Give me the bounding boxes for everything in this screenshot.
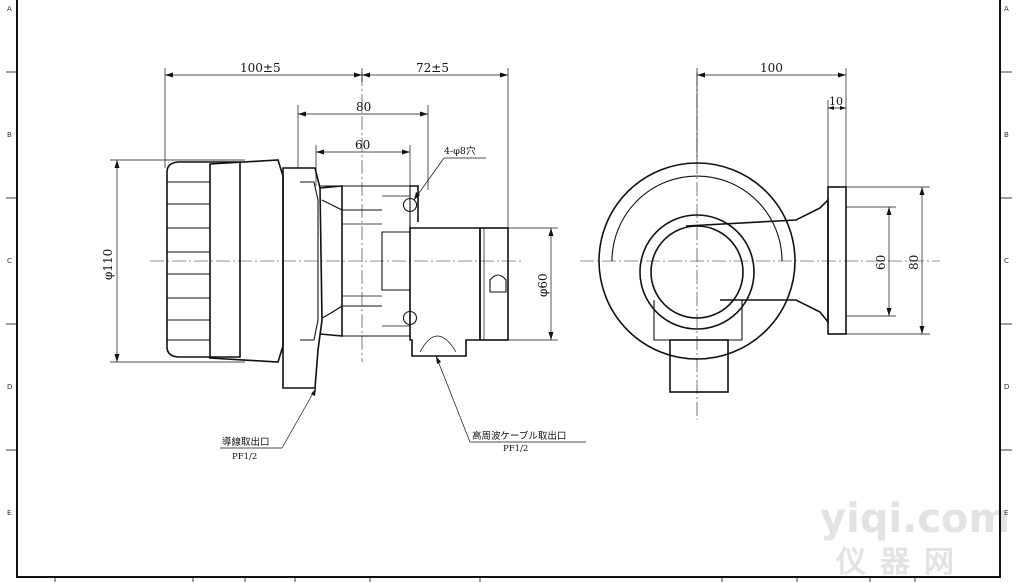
zone-label-right-d: D bbox=[1004, 383, 1009, 391]
zone-label-left-b: B bbox=[7, 131, 12, 139]
dimension-overall-right-label: 72±5 bbox=[416, 61, 449, 75]
callout-lead-outlet-label: 導線取出口 bbox=[222, 436, 270, 448]
dimension-flange-thickness: 10 bbox=[827, 95, 846, 187]
dimension-overall-left: 100±5 bbox=[164, 61, 363, 168]
dimension-body-diameter: φ110 bbox=[101, 159, 245, 363]
inner-pipe bbox=[639, 214, 755, 341]
watermark-cjk: 仪器网 bbox=[835, 545, 968, 580]
watermark: yiqi.com 仪器网 bbox=[820, 496, 1010, 580]
dimension-side-height: 80 bbox=[846, 186, 930, 335]
zone-label-left-e: E bbox=[7, 509, 11, 517]
dimension-side-pitch-label: 60 bbox=[874, 255, 888, 270]
housing-outline bbox=[598, 162, 796, 360]
callout-holes-label: 4-φ8穴 bbox=[444, 145, 476, 157]
dimension-side-height-label: 80 bbox=[907, 255, 921, 270]
dimension-hole-pitch-label: 60 bbox=[355, 138, 370, 152]
dimension-overall-right: 72±5 bbox=[362, 61, 509, 228]
dimension-flange-width: 80 bbox=[297, 100, 429, 190]
dimension-overall-left-label: 100±5 bbox=[240, 61, 281, 75]
dimension-nozzle-diameter: φ60 bbox=[508, 227, 558, 341]
watermark-latin: yiqi.com bbox=[820, 496, 1010, 542]
dimension-body-diameter-label: φ110 bbox=[101, 249, 115, 280]
callout-lead-outlet-spec: PF1/2 bbox=[232, 452, 257, 462]
zone-label-left-a: A bbox=[7, 5, 12, 13]
side-view: 100 10 60 80 bbox=[580, 61, 940, 420]
callout-hf-cable-outlet-spec: PF1/2 bbox=[503, 444, 528, 454]
callout-lead-outlet: 導線取出口 PF1/2 bbox=[220, 387, 317, 462]
zone-label-left-c: C bbox=[7, 257, 12, 265]
zone-label-left-d: D bbox=[7, 383, 12, 391]
drawing-frame: A B C D E A B C D E bbox=[6, 0, 1012, 582]
callout-holes: 4-φ8穴 bbox=[413, 145, 486, 201]
dimension-side-pitch: 60 bbox=[846, 206, 896, 317]
callout-hf-cable-outlet-label: 高周波ケーブル取出口 bbox=[472, 430, 566, 442]
junction-box bbox=[409, 227, 507, 357]
side-flange bbox=[827, 186, 847, 335]
bottom-spigot bbox=[669, 339, 729, 393]
mounting-flange bbox=[282, 167, 323, 389]
dimension-flange-width-label: 80 bbox=[356, 100, 371, 114]
zone-label-right-b: B bbox=[1004, 131, 1009, 139]
zone-label-right-c: C bbox=[1004, 257, 1009, 265]
callout-hf-cable-outlet: 高周波ケーブル取出口 PF1/2 bbox=[435, 355, 586, 454]
dimension-nozzle-diameter-label: φ60 bbox=[536, 273, 550, 297]
dimension-hole-pitch: 60 bbox=[315, 138, 411, 198]
nozzle bbox=[479, 227, 509, 341]
dimension-flange-thickness-label: 10 bbox=[829, 95, 843, 108]
dimension-side-width: 100 bbox=[696, 61, 847, 187]
dimension-side-width-label: 100 bbox=[760, 61, 783, 75]
zone-label-right-e: E bbox=[1004, 509, 1008, 517]
zone-label-right-a: A bbox=[1004, 5, 1009, 13]
front-view: 100±5 72±5 80 60 bbox=[101, 61, 586, 462]
